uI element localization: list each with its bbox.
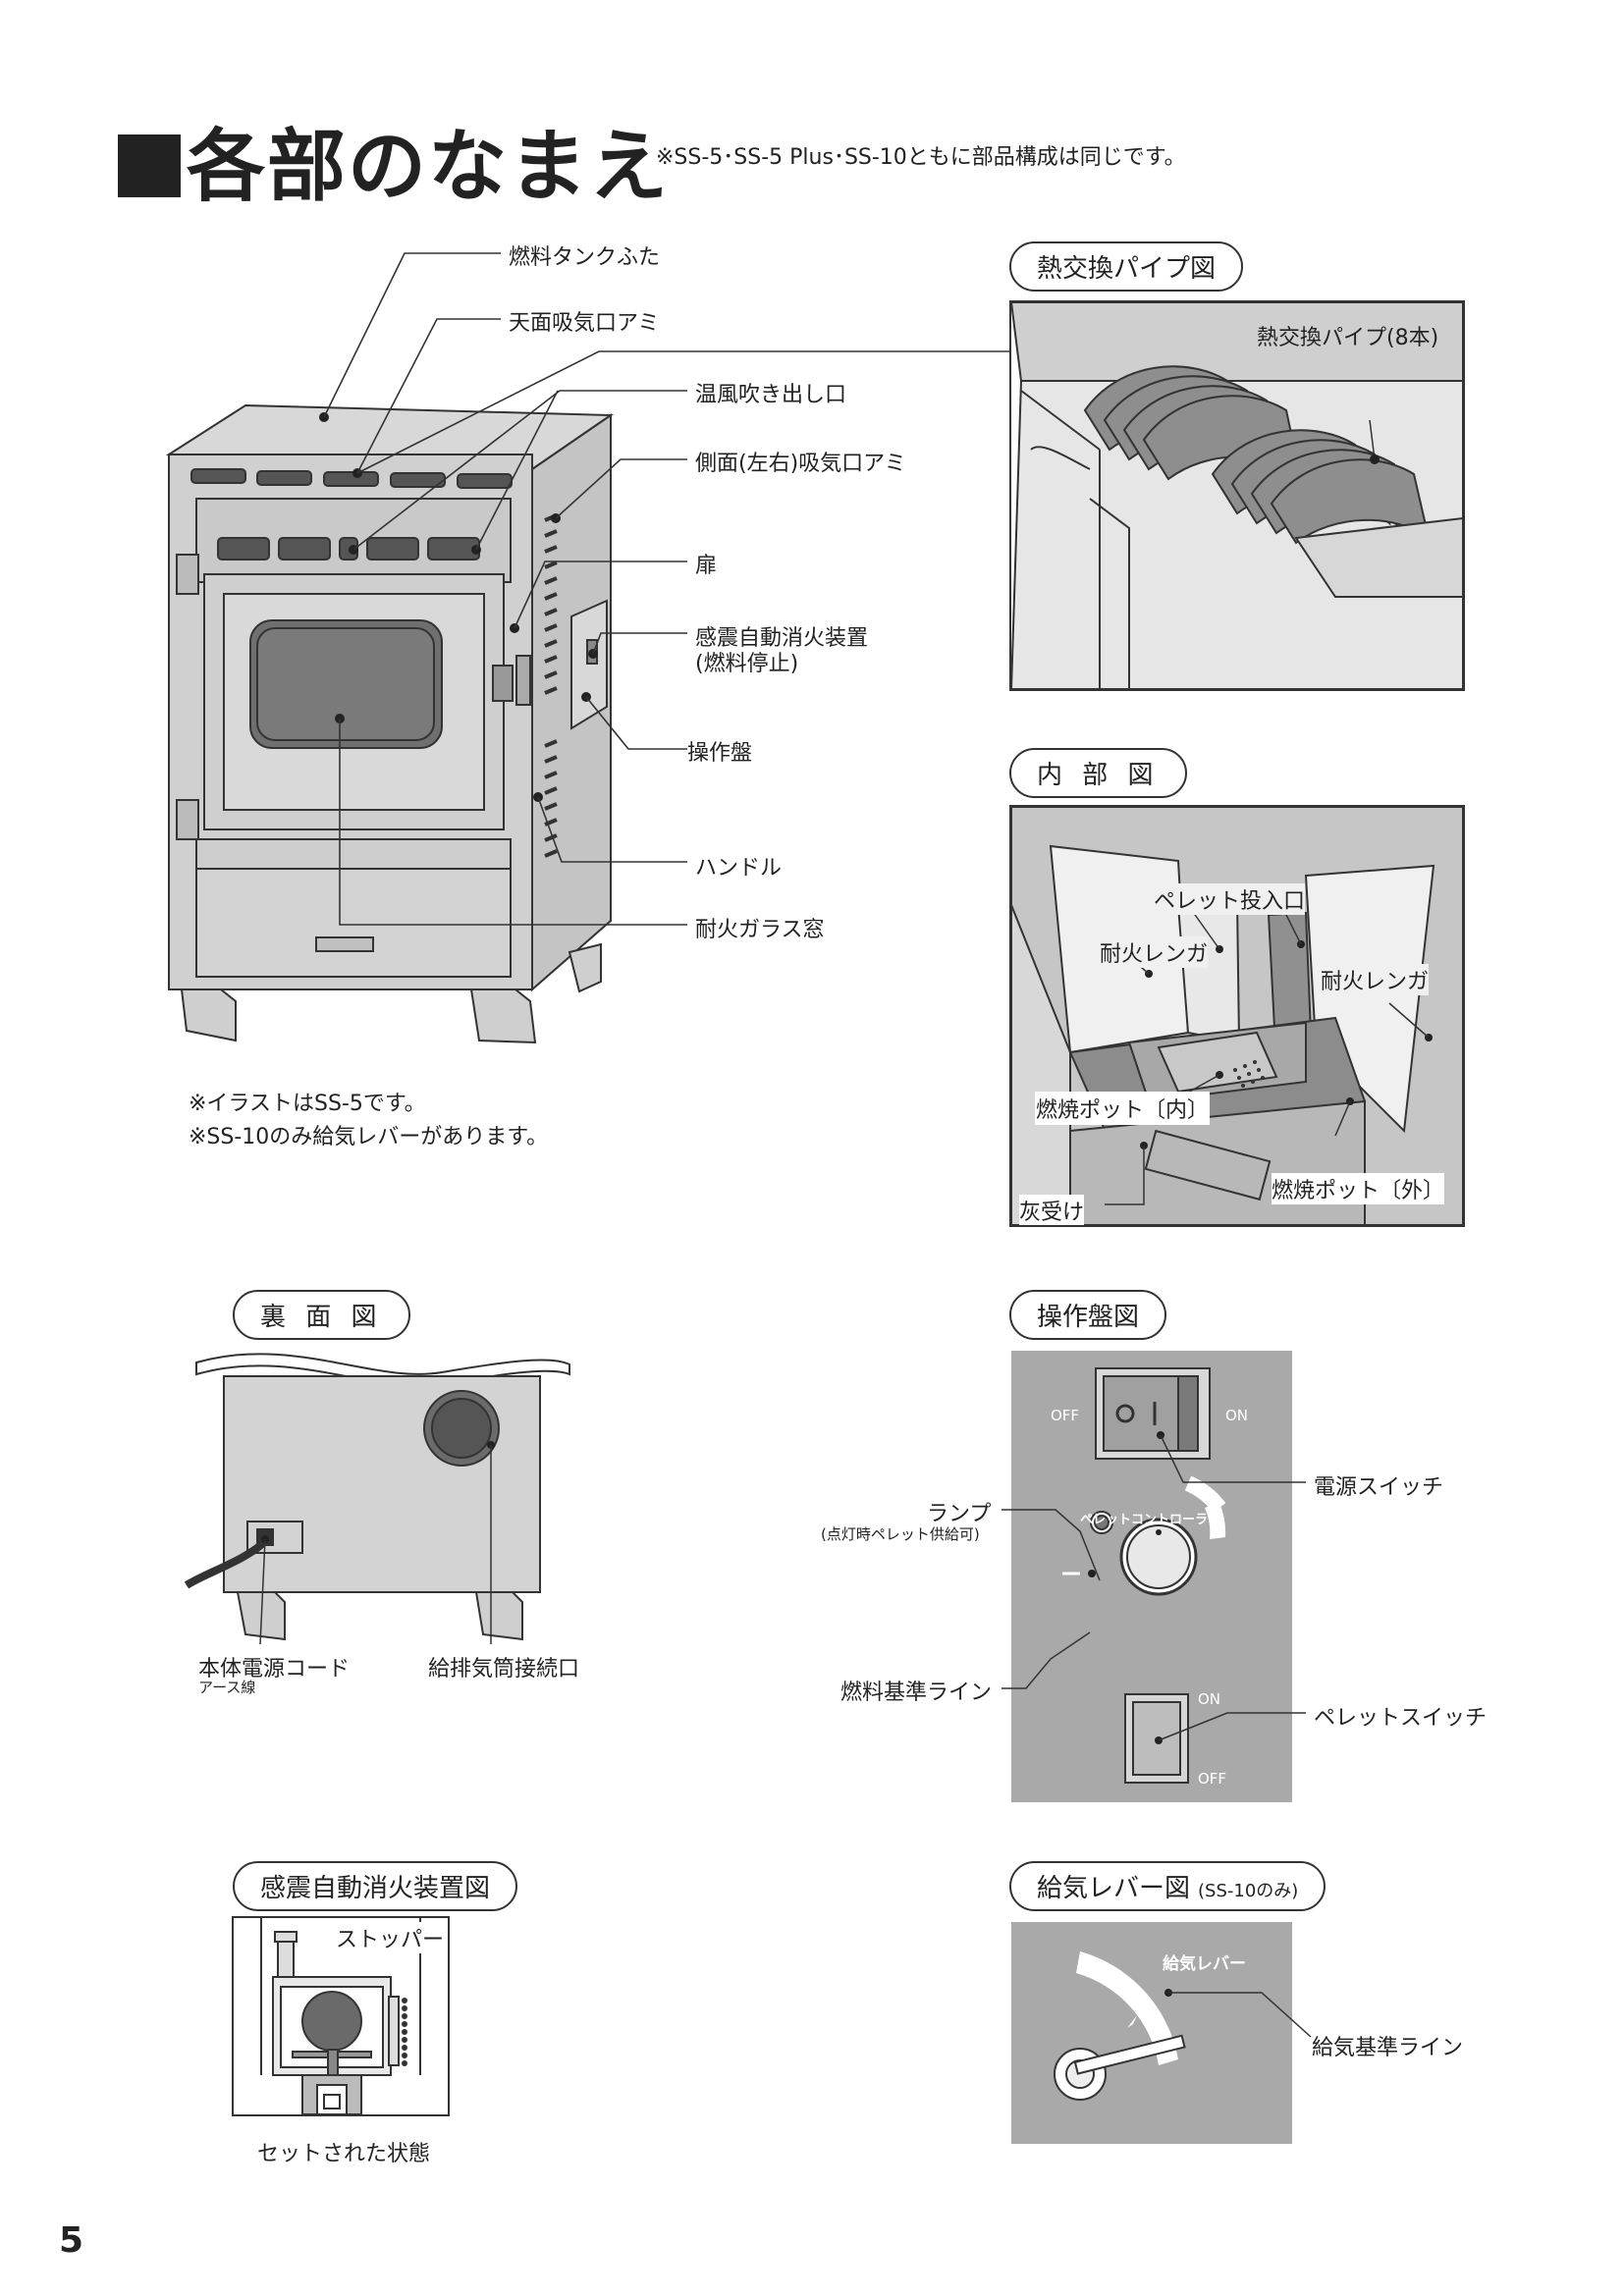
control-panel-title: 操作盤図 [1009, 1290, 1167, 1340]
label-control-panel: 操作盤 [687, 741, 753, 766]
power-switch-on-label: ON [1225, 1407, 1249, 1424]
rear-drawing [184, 1353, 570, 1645]
label-warm-air-outlet: 温風吹き出し口 [695, 383, 847, 407]
rear-title: 裏 面 図 [233, 1290, 410, 1340]
label-stopper: ストッパー [336, 1922, 445, 1953]
pellet-controller-label: ペレットコントローラー [1080, 1513, 1221, 1527]
interior-frame: ペレット投入口 耐火レンガ 耐火レンガ 燃焼ポット〔内〕 燃焼ポット〔外〕 灰受… [1009, 805, 1465, 1227]
interior-drawing [1011, 807, 1463, 1225]
heat-exchange-frame: 熱交換パイプ(8本) [1009, 300, 1465, 691]
label-door: 扉 [695, 554, 718, 578]
page-number: 5 [59, 2220, 84, 2261]
label-lamp-sub: (点灯時ペレット供給可) [821, 1525, 980, 1543]
air-lever-title-main: 給気レバー図 [1037, 1874, 1191, 1903]
label-pellet-switch: ペレットスイッチ [1314, 1706, 1488, 1731]
label-brick-right: 耐火レンガ [1321, 964, 1430, 995]
label-handle: ハンドル [695, 856, 783, 881]
air-lever-leader [1168, 1992, 1312, 2038]
air-lever-drawing [1054, 1951, 1186, 2101]
control-panel-leaders [1001, 1434, 1306, 1741]
label-top-intake-mesh: 天面吸気口アミ [509, 311, 660, 336]
air-lever-title-sub: (SS-10のみ) [1198, 1881, 1299, 1901]
pellet-switch-off-label: OFF [1198, 1770, 1227, 1788]
pellet-switch-on-label: ON [1198, 1690, 1221, 1708]
label-ground-wire: アース線 [198, 1679, 256, 1696]
label-brick-left: 耐火レンガ [1100, 936, 1209, 968]
interior-title: 内 部 図 [1009, 748, 1187, 798]
heat-exchange-drawing [1011, 302, 1463, 689]
label-pellet-inlet: ペレット投入口 [1154, 883, 1306, 915]
page-title: 各部のなまえ [118, 103, 670, 217]
label-ash-tray: 灰受け [1019, 1195, 1085, 1225]
label-fuel-tank-lid: 燃料タンクふた [509, 245, 661, 270]
label-pot-inner: 燃焼ポット〔内〕 [1035, 1092, 1211, 1125]
label-seismic-caption: セットされた状態 [257, 2142, 431, 2166]
label-lamp: ランプ [927, 1502, 992, 1526]
page-subnote: ※SS-5･SS-5 Plus･SS-10ともに部品構成は同じです。 [656, 145, 1186, 170]
label-seismic-device-sub: (燃料停止) [695, 652, 799, 676]
title-square-icon [118, 134, 181, 197]
control-panel-frame: OFF ON ペレットコントローラー ON OFF [1011, 1351, 1292, 1802]
heat-exchange-title: 熱交換パイプ図 [1009, 241, 1244, 292]
seismic-title: 感震自動消火装置図 [233, 1861, 518, 1911]
label-power-switch: 電源スイッチ [1314, 1475, 1444, 1500]
label-pot-outer: 燃焼ポット〔外〕 [1272, 1173, 1445, 1204]
label-air-reference-line: 給気基準ライン [1312, 2036, 1464, 2060]
label-glass-window: 耐火ガラス窓 [695, 918, 825, 942]
label-side-intake-mesh: 側面(左右)吸気口アミ [695, 452, 906, 476]
stove-illustration [165, 252, 1199, 1044]
note-illustration: ※イラストはSS-5です。 [189, 1092, 426, 1116]
seismic-drawing [260, 1918, 421, 2114]
air-lever-label: 給気レバー [1163, 1954, 1246, 1974]
label-fuel-reference-line: 燃料基準ライン [840, 1681, 993, 1705]
label-power-cord: 本体電源コード [198, 1657, 351, 1682]
control-panel-drawing [1062, 1367, 1226, 1784]
label-exhaust-connection: 給排気筒接続口 [428, 1657, 580, 1682]
air-lever-frame: 給気レバー [1011, 1922, 1292, 2144]
label-seismic-device: 感震自動消火装置 [695, 626, 869, 651]
note-ss10: ※SS-10のみ給気レバーがあります。 [189, 1125, 549, 1149]
seismic-frame: ストッパー [232, 1916, 450, 2116]
label-heat-exchange-pipe: 熱交換パイプ(8本) [1257, 320, 1439, 351]
air-lever-title: 給気レバー図 (SS-10のみ) [1009, 1861, 1326, 1911]
power-switch-off-label: OFF [1051, 1407, 1080, 1424]
